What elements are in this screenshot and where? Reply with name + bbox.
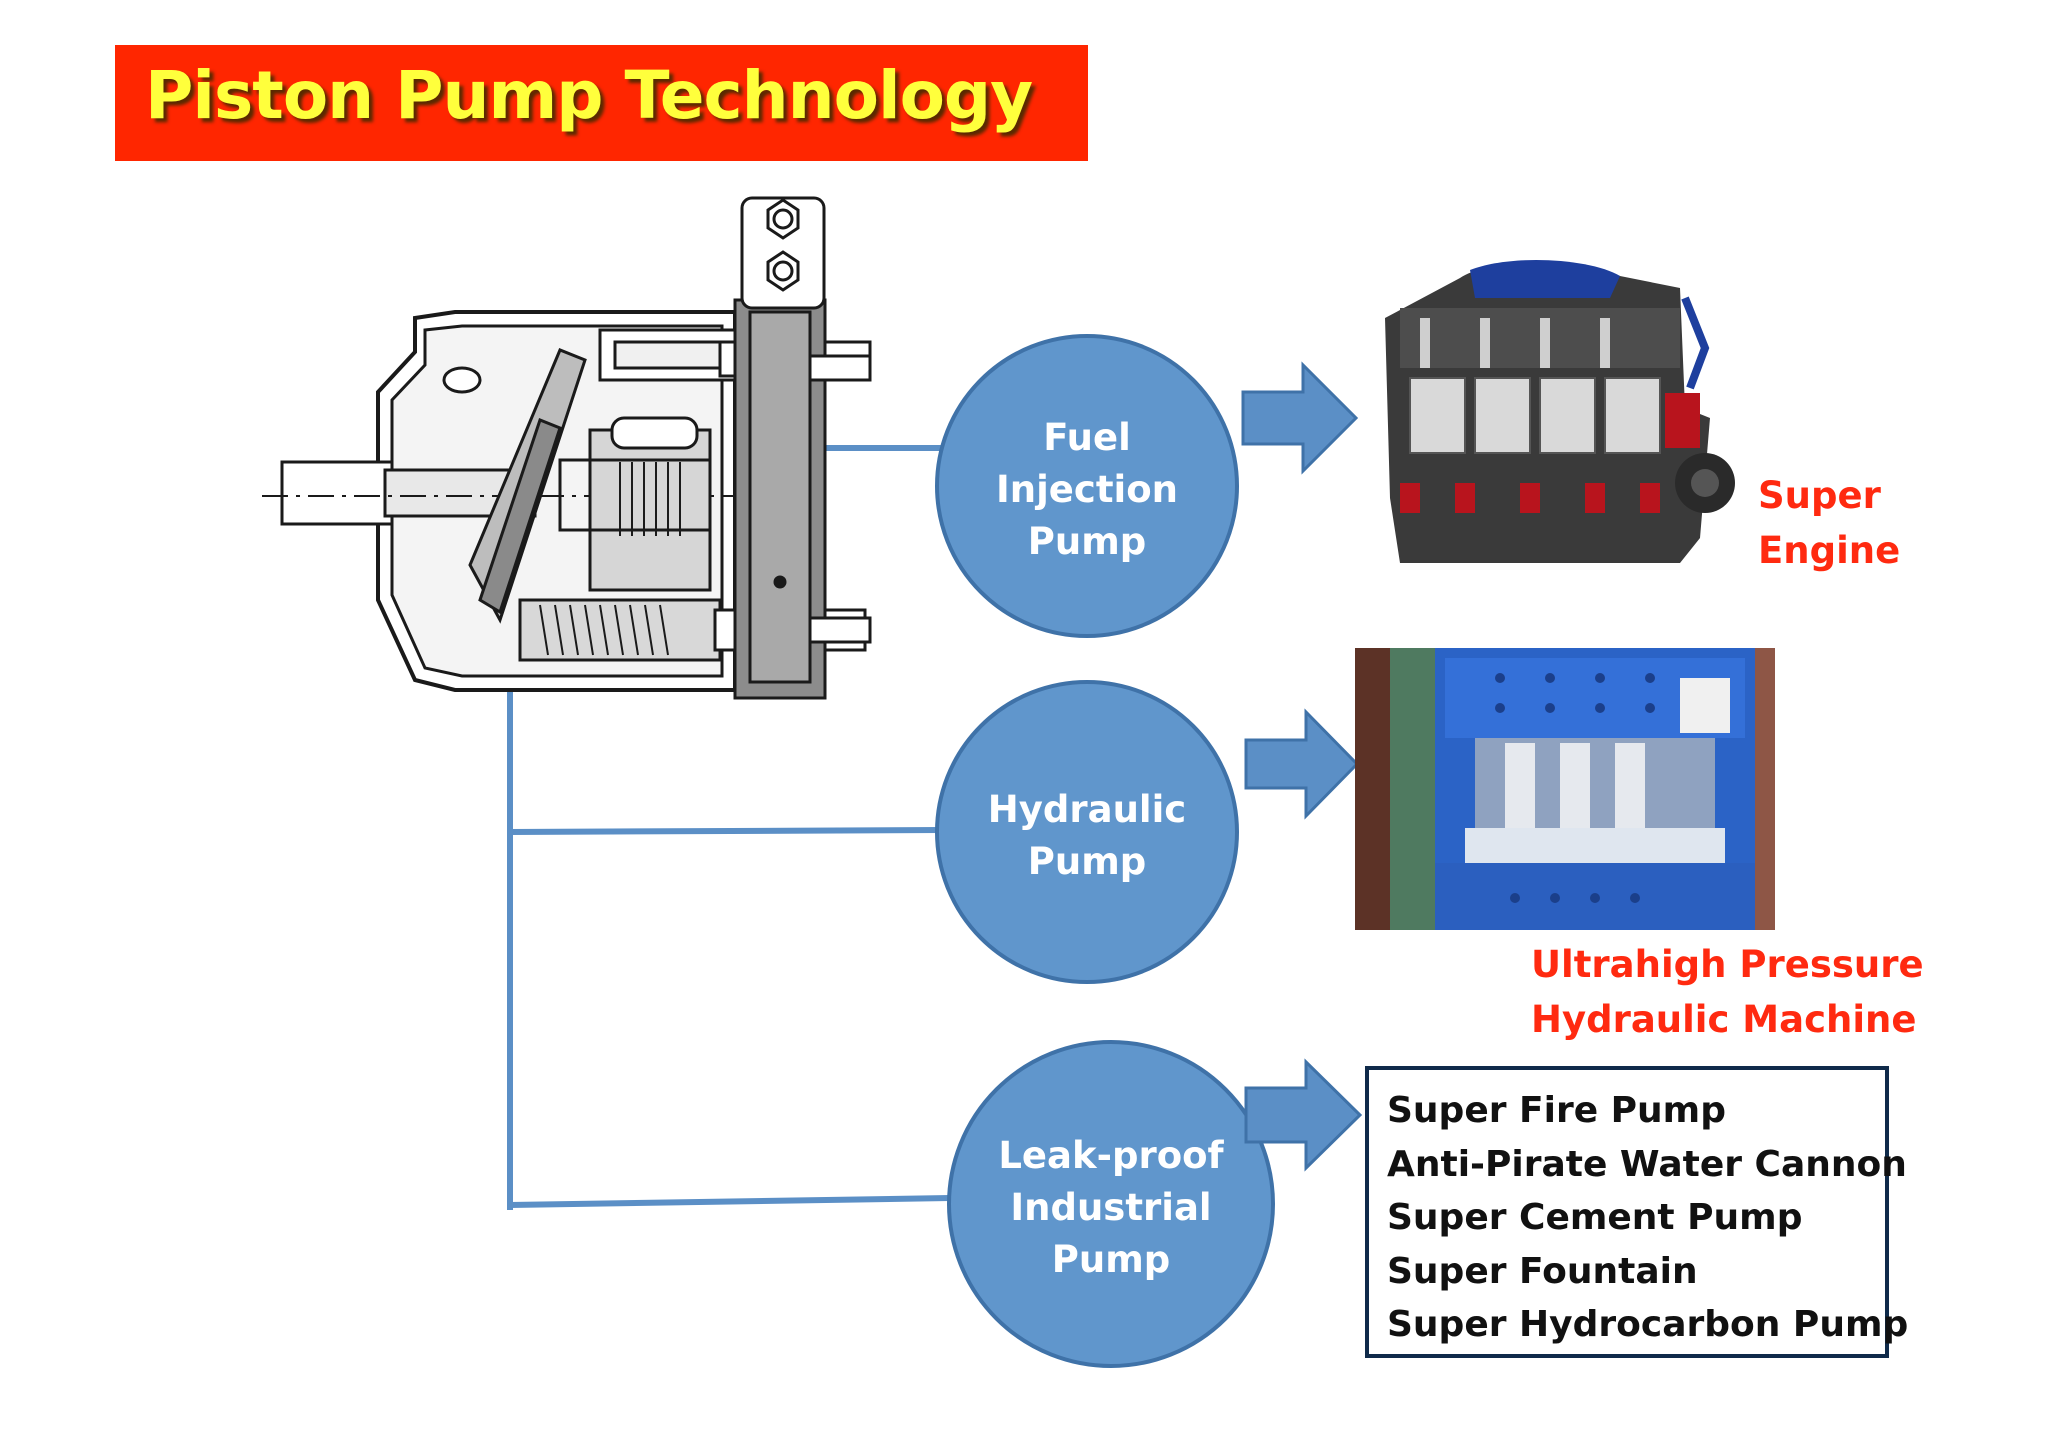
label-line: Super [1758, 474, 1881, 517]
product-list: Super Fire Pump Anti-Pirate Water Cannon… [1369, 1070, 1909, 1352]
pump-type-circles [935, 334, 1275, 1368]
label-line: Fuel [1043, 416, 1131, 459]
right-block-arrows [1241, 361, 1363, 1172]
fuel-injection-pump-circle [935, 334, 1239, 638]
label-line: Hydraulic [987, 788, 1187, 831]
title-banner: Piston Pump Technology [115, 45, 1088, 161]
hydraulic-press-image [1355, 648, 1775, 930]
list-item: Super Fire Pump [1387, 1090, 1726, 1131]
label-line: Pump [1051, 1238, 1171, 1281]
leak-proof-pump-label: Leak-proof Industrial Pump [961, 1130, 1261, 1286]
connector-leakproof [509, 1195, 951, 1208]
page-title: Piston Pump Technology [145, 57, 1033, 134]
connector-lines [507, 445, 951, 1210]
label-line: Pump [1027, 840, 1147, 883]
right-arrow-icon [1244, 1058, 1363, 1172]
list-item: Anti-Pirate Water Cannon [1387, 1143, 1907, 1185]
label-line: Engine [1758, 529, 1901, 572]
list-item: Super Hydrocarbon Pump [1387, 1304, 1909, 1345]
hydraulic-pump-circle [935, 680, 1239, 984]
hydraulic-pump-label: Hydraulic Pump [937, 784, 1237, 888]
label-line: Hydraulic Machine [1531, 998, 1917, 1041]
leak-proof-pump-circle [947, 1040, 1275, 1368]
label-line: Industrial [1010, 1186, 1212, 1229]
list-item: Super Cement Pump [1387, 1197, 1803, 1238]
label-line: Pump [1027, 520, 1147, 563]
right-arrow-icon [1244, 708, 1360, 820]
hydraulic-machine-label: Ultrahigh Pressure Hydraulic Machine [1531, 937, 1924, 1047]
right-arrow-icon [1241, 361, 1359, 475]
product-list-box: Super Fire Pump Anti-Pirate Water Cannon… [1365, 1066, 1909, 1358]
fuel-injection-pump-label: Fuel Injection Pump [937, 412, 1237, 568]
connector-hydraulic [509, 827, 943, 835]
list-item: Super Fountain [1387, 1250, 1698, 1292]
label-line: Ultrahigh Pressure [1531, 943, 1924, 986]
engine-cutaway-image [1380, 258, 1740, 578]
super-engine-label: Super Engine [1758, 468, 1900, 578]
label-line: Injection [996, 468, 1178, 511]
label-line: Leak-proof [998, 1134, 1224, 1177]
piston-pump-cross-section-icon [262, 196, 872, 700]
